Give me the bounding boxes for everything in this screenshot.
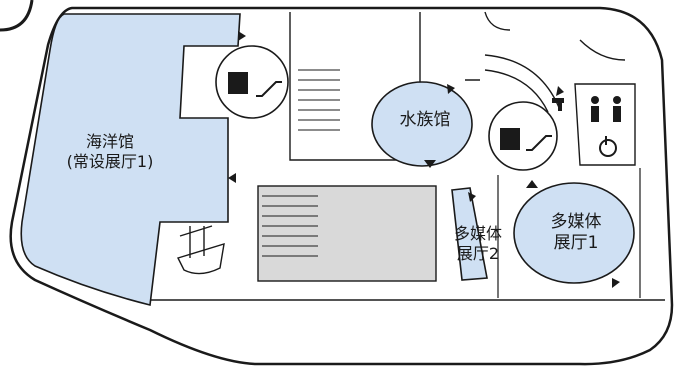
escalator-icon [256, 81, 282, 97]
aquarium-room[interactable] [371, 81, 473, 167]
central-stairs-steps [262, 195, 318, 257]
media-hall-2-label-line2: 展厅2 [456, 244, 500, 263]
restroom-block [574, 83, 636, 166]
media-hall-2-label-line1: 多媒体 [453, 224, 502, 243]
ocean-hall-label-line1: 海洋馆 [85, 132, 134, 151]
ocean-hall-room[interactable] [20, 13, 241, 306]
elevator-node-left[interactable] [215, 45, 289, 119]
ocean-hall-label-line2: (常设展厅1) [66, 152, 154, 171]
ocean-hall-label: 海洋馆 (常设展厅1) [50, 132, 170, 172]
escalator-icon [526, 135, 552, 151]
elevator-icon [500, 128, 520, 150]
aquarium-label: 水族馆 [399, 110, 451, 130]
media-hall-1-label: 多媒体 展厅1 [526, 212, 626, 255]
restroom-icon [591, 96, 621, 122]
elevator-icon [228, 72, 248, 94]
direction-arrows [228, 31, 620, 288]
media-hall-1-label-line2: 展厅1 [553, 233, 599, 254]
central-stairs-block [257, 185, 437, 282]
media-hall-2-label: 多媒体 展厅2 [440, 224, 516, 264]
media-zone-wall [497, 168, 641, 298]
upper-right-room [465, 11, 626, 81]
accessible-icon [599, 136, 617, 157]
ship-icon [177, 225, 225, 275]
media-hall-2-room[interactable] [451, 187, 488, 281]
elevator-node-right[interactable] [488, 101, 558, 171]
corner-badge [0, 0, 34, 32]
stairs-upper [298, 69, 340, 131]
media-hall-1-label-line1: 多媒体 [550, 212, 602, 232]
water-tap-icon [552, 98, 564, 111]
media-hall-1-room[interactable] [513, 182, 635, 284]
